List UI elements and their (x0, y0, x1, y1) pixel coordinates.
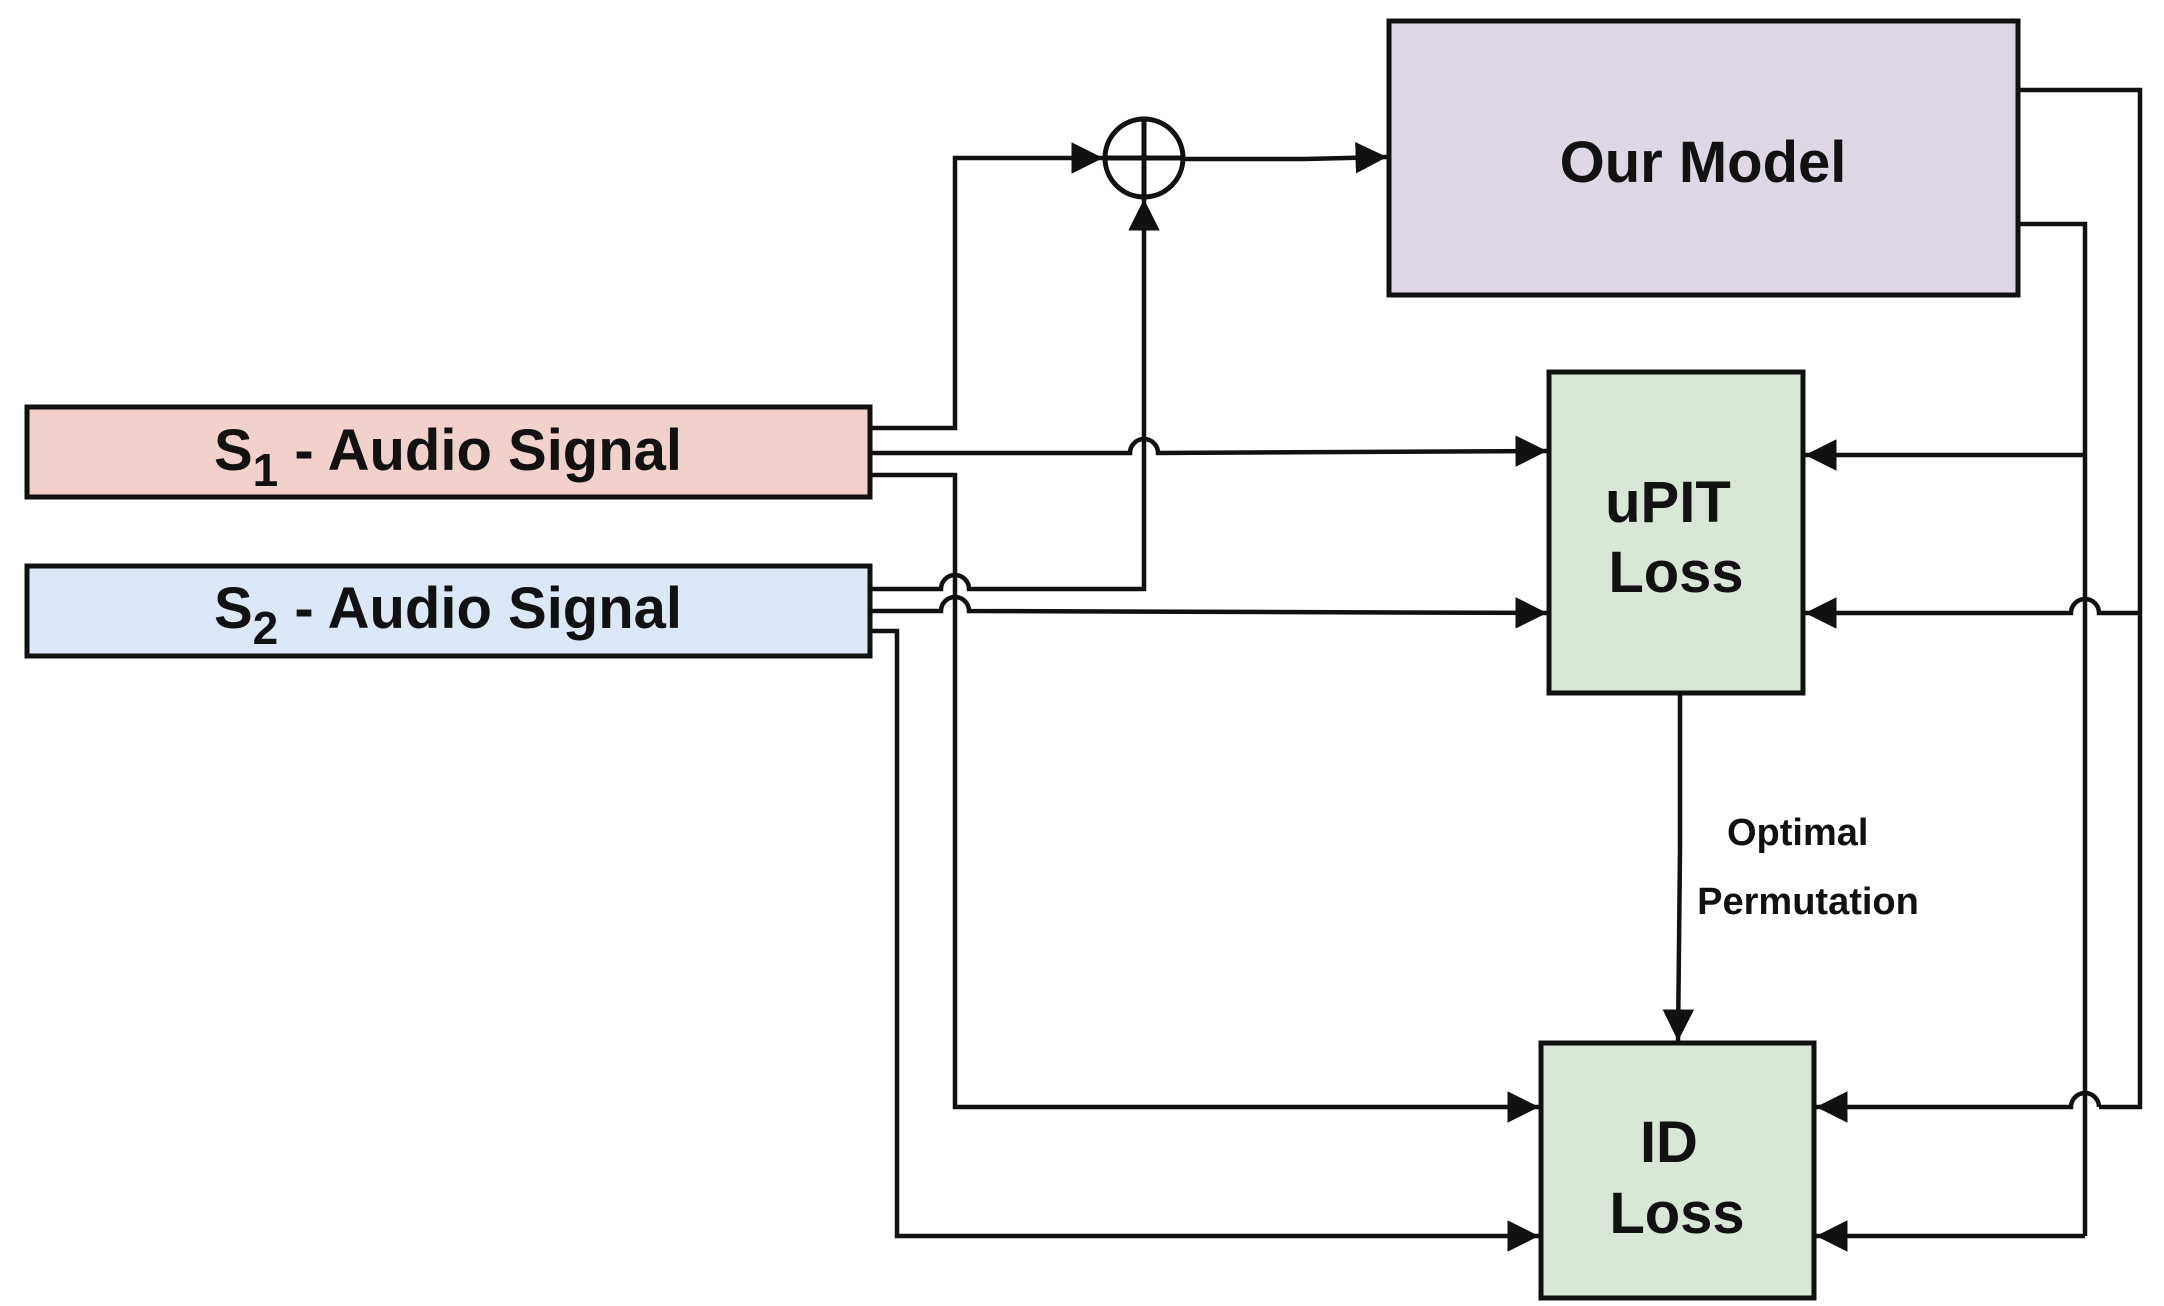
edge-label-line1: Optimal (1727, 812, 1868, 854)
id-loss-line2: Loss (1609, 1181, 1744, 1246)
upit-loss-label: uPIT Loss (1605, 470, 1747, 605)
wire-s1-to-upit (870, 435, 1548, 467)
wire-model-out1-to-upit (1805, 596, 2140, 629)
edge-label-line2: Permutation (1697, 881, 1919, 923)
adder-circle-plus-icon (1102, 116, 1186, 200)
source1-prefix: S (214, 418, 253, 483)
id-loss-line1: ID (1640, 1110, 1698, 1175)
edge-label-optimal-permutation: Optimal Permutation (1697, 812, 1919, 923)
source2-prefix: S (214, 576, 253, 641)
upit-loss-line1: uPIT (1605, 470, 1731, 535)
source2-suffix: - Audio Signal (278, 576, 682, 641)
wire-s1-to-adder (870, 142, 1103, 431)
source1-box (24, 404, 873, 500)
wire-s1-to-id-loss (870, 472, 1539, 1123)
wire-model-out2-bus (2018, 221, 2088, 1236)
model-box (1386, 18, 2021, 298)
wire-s2-to-upit (870, 594, 1548, 629)
source1-label: S1 - Audio Signal (214, 418, 682, 496)
id-loss-label: ID Loss (1609, 1110, 1744, 1246)
id-loss-box (1538, 1040, 1817, 1301)
upit-loss-box (1546, 369, 1806, 696)
source1-suffix: - Audio Signal (278, 418, 682, 483)
wire-s2-to-adder (870, 199, 1160, 592)
wire-adder-to-model (1183, 142, 1388, 174)
source2-label: S2 - Audio Signal (214, 576, 682, 654)
source2-subscript: 2 (253, 602, 279, 654)
wire-s2-to-id-loss (870, 628, 1539, 1252)
wire-upit-to-id-loss (1662, 695, 1695, 1042)
source1-subscript: 1 (253, 444, 279, 496)
model-label: Our Model (1560, 130, 1847, 195)
source2-box (24, 563, 873, 659)
upit-loss-line2: Loss (1608, 540, 1743, 605)
wire-model-out1-bus (2018, 87, 2143, 1110)
wire-model-out1-to-id-loss (1816, 1090, 2102, 1123)
